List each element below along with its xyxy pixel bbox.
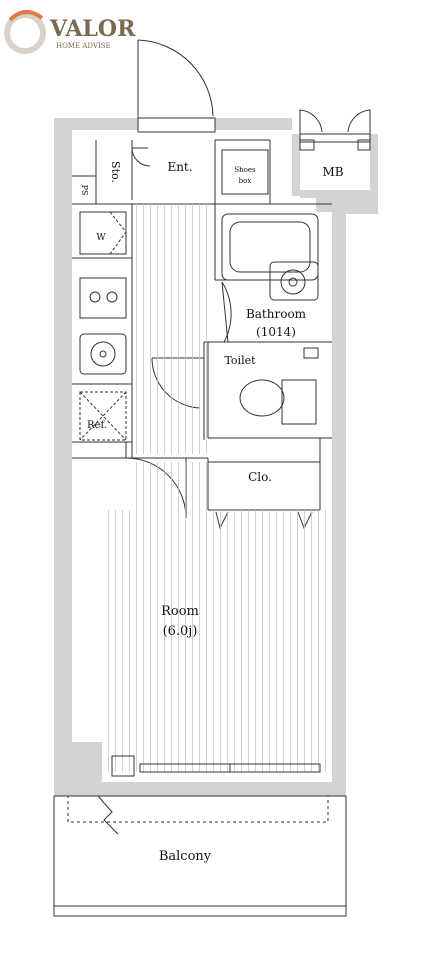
kitchen-sink (79, 333, 127, 375)
label-ps: PS (80, 185, 89, 196)
balcony-window (111, 755, 321, 777)
label-bathroom-line2: (1014) (256, 325, 296, 339)
label-washer: W (96, 233, 106, 243)
brand-tagline: HOME ADVISE (56, 42, 111, 50)
label-shoes-box-line2: box (239, 177, 252, 185)
washbasin (269, 261, 319, 301)
outer-walls (54, 118, 378, 796)
label-bathroom-line1: Bathroom (246, 307, 307, 321)
shoe-box (221, 149, 269, 195)
mb-doors (299, 109, 371, 151)
brand-name: VALOR (49, 16, 136, 42)
entrance-door (137, 39, 216, 133)
room-floor-mid (132, 462, 208, 510)
label-shoes-box-line1: Shoes (234, 166, 256, 174)
label-mb: MB (322, 165, 343, 179)
room-floor-main (102, 510, 330, 772)
label-entrance: Ent. (167, 160, 192, 174)
label-room-line2: (6.0j) (163, 624, 198, 639)
stove (79, 277, 127, 319)
label-closet: Clo. (248, 470, 272, 484)
label-room-line1: Room (161, 604, 199, 619)
balcony-area (53, 795, 347, 917)
washer (79, 211, 127, 255)
refrigerator (79, 391, 127, 441)
label-refrigerator: Ref. (87, 420, 107, 431)
room-floor (132, 204, 208, 454)
valor-logo: VALOR HOME ADVISE (4, 10, 136, 54)
label-toilet: Toilet (224, 354, 256, 367)
label-storage: Sto. (109, 161, 122, 183)
toilet-fixture (239, 347, 319, 425)
label-balcony: Balcony (159, 849, 212, 864)
